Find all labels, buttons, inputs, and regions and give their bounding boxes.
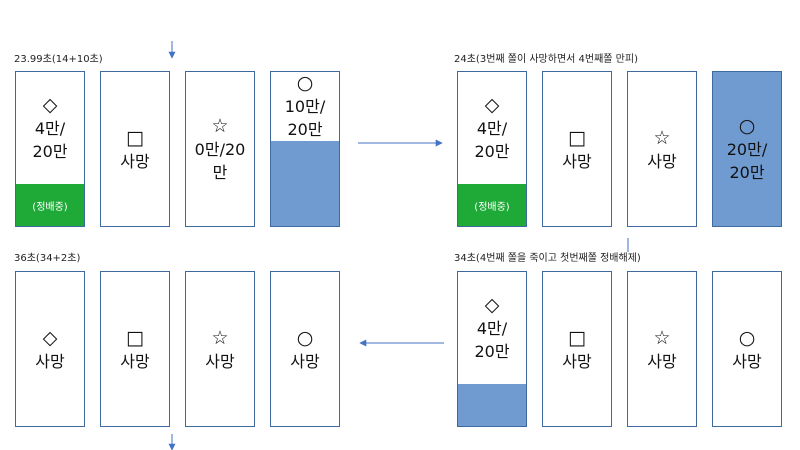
unit-card-body: ◇4만/20만 bbox=[458, 272, 526, 384]
unit-hp-text: 20만/ bbox=[726, 140, 768, 159]
unit-hp-text: 20만 bbox=[474, 142, 510, 161]
diamond-icon: ◇ bbox=[42, 326, 58, 349]
unit-card-body: ☆사망 bbox=[628, 272, 696, 426]
unit-hp-text: 4만/ bbox=[34, 119, 66, 138]
star-icon: ☆ bbox=[653, 326, 671, 349]
hp-fill bbox=[713, 72, 781, 226]
panel-caption-top-left: 23.99초(14+10초) bbox=[14, 54, 103, 65]
unit-hp-text: 사망 bbox=[562, 151, 592, 171]
unit-card-body: ○사망 bbox=[271, 272, 339, 426]
unit-hp-text: 사망 bbox=[647, 351, 677, 371]
unit-card: □사망 bbox=[542, 271, 612, 427]
unit-hp-text: 만 bbox=[212, 163, 228, 182]
unit-card: □사망 bbox=[542, 71, 612, 227]
unit-card: ☆ 0만/20 만 bbox=[185, 71, 255, 227]
star-icon: ☆ bbox=[211, 326, 229, 349]
diamond-icon: ◇ bbox=[484, 293, 500, 316]
unit-card: □사망 bbox=[100, 271, 170, 427]
unit-card: ○ 20만/20만 bbox=[712, 71, 782, 227]
square-icon: □ bbox=[568, 126, 586, 149]
panel-caption-bottom-left: 36초(34+2초) bbox=[14, 253, 81, 264]
unit-card: ○사망 bbox=[712, 271, 782, 427]
unit-hp-text: 사망 bbox=[120, 351, 150, 371]
unit-card-body: ◇ 4만/20만 bbox=[458, 72, 526, 184]
square-icon: □ bbox=[126, 126, 144, 149]
unit-card: ☆사망 bbox=[627, 271, 697, 427]
unit-card-body: □사망 bbox=[543, 272, 611, 426]
unit-hp-text: 20만 bbox=[729, 163, 765, 182]
star-icon: ☆ bbox=[653, 126, 671, 149]
unit-hp-text: 0만/20 bbox=[194, 140, 246, 159]
square-icon: □ bbox=[126, 326, 144, 349]
unit-hp-text: 사망 bbox=[290, 351, 320, 371]
unit-card-body: ○ 20만/20만 bbox=[713, 72, 781, 226]
unit-card: ☆사망 bbox=[185, 271, 255, 427]
panel-caption-bottom-right: 34초(4번째 쫄을 죽이고 첫번째쫄 정배해제) bbox=[454, 253, 641, 264]
star-icon: ☆ bbox=[211, 115, 229, 137]
unit-hp-text: 20만 bbox=[474, 341, 510, 361]
status-badge: (정배중) bbox=[458, 184, 526, 226]
unit-card-body: ☆ 0만/20 만 bbox=[186, 72, 254, 226]
unit-card-body: ☆사망 bbox=[186, 272, 254, 426]
unit-hp-text: 20만 bbox=[287, 120, 323, 140]
circle-icon: ○ bbox=[296, 72, 314, 95]
diamond-icon: ◇ bbox=[484, 94, 500, 116]
unit-hp-text: 사망 bbox=[647, 151, 677, 171]
unit-card-body: □사망 bbox=[101, 272, 169, 426]
unit-hp-text: 20만 bbox=[32, 142, 68, 161]
unit-hp-text: 10만/ bbox=[284, 97, 326, 117]
unit-card: ◇사망 bbox=[15, 271, 85, 427]
unit-hp-text: 사망 bbox=[120, 151, 150, 171]
unit-hp-text: 사망 bbox=[562, 351, 592, 371]
unit-hp-text: 사망 bbox=[205, 351, 235, 371]
unit-card: ○10만/20만 bbox=[270, 71, 340, 227]
unit-card-body: ◇사망 bbox=[16, 272, 84, 426]
circle-icon: ○ bbox=[738, 326, 756, 349]
unit-card: (정배중) ◇ 4만/20만 bbox=[457, 71, 527, 227]
circle-icon: ○ bbox=[738, 115, 756, 137]
unit-card: ☆사망 bbox=[627, 71, 697, 227]
unit-card: ○사망 bbox=[270, 271, 340, 427]
unit-card: □사망 bbox=[100, 71, 170, 227]
diamond-icon: ◇ bbox=[42, 94, 58, 116]
square-icon: □ bbox=[568, 326, 586, 349]
unit-card-body: ☆사망 bbox=[628, 72, 696, 226]
unit-hp-text: 사망 bbox=[35, 351, 65, 371]
hp-fill bbox=[458, 384, 526, 426]
unit-hp-text: 사망 bbox=[732, 351, 762, 371]
unit-hp-text: 4만/ bbox=[476, 318, 508, 338]
unit-card-body: □사망 bbox=[101, 72, 169, 226]
unit-card: (정배중) ◇ 4만/20만 bbox=[15, 71, 85, 227]
unit-card: ◇4만/20만 bbox=[457, 271, 527, 427]
hp-fill bbox=[271, 141, 339, 226]
panel-caption-top-right: 24초(3번째 쫄이 사망하면서 4번째쫄 만피) bbox=[454, 54, 638, 65]
unit-card-body: ○사망 bbox=[713, 272, 781, 426]
unit-card-body: □사망 bbox=[543, 72, 611, 226]
circle-icon: ○ bbox=[296, 326, 314, 349]
unit-card-body: ○10만/20만 bbox=[271, 72, 339, 140]
unit-hp-text: 4만/ bbox=[476, 119, 508, 138]
status-badge: (정배중) bbox=[16, 184, 84, 226]
unit-card-body: ◇ 4만/20만 bbox=[16, 72, 84, 184]
